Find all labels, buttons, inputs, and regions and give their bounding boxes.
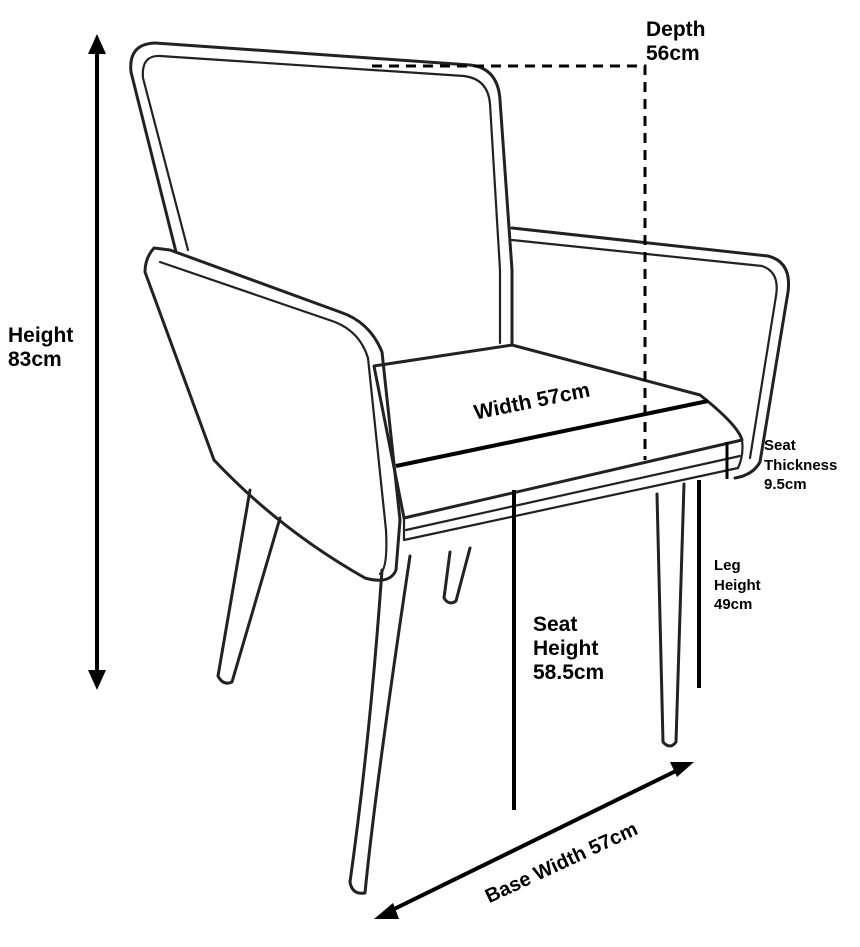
height-title: Height [8,324,74,347]
seat-thickness-title-2: Thickness [764,456,838,474]
leg-height-label: Leg Height 49cm [714,556,761,615]
base-width-arrow-right [670,762,694,777]
height-arrow-top [88,34,106,54]
front-right-leg [655,482,686,748]
back-left-leg [216,488,282,685]
seat-front-edge [404,454,742,532]
depth-title: Depth [646,18,706,41]
seat-height-label: Seat Height 58.5cm [533,613,604,685]
dimension-lines [88,34,729,919]
right-arm [510,226,791,480]
leg-height-value: 49cm [714,596,753,613]
backrest-inner [141,54,502,345]
front-left-leg [348,554,412,895]
depth-label: Depth 56cm [646,18,706,66]
right-arm-inner [510,238,778,460]
seat-height-title-1: Seat [533,613,578,636]
depth-dashed-line [372,64,647,460]
left-arm-top [158,260,388,576]
seat-thickness-value: 9.5cm [764,476,807,493]
seat-height-title-2: Height [533,637,599,661]
leg-height-title-2: Height [714,576,761,594]
seat-thickness-label: Seat Thickness 9.5cm [764,436,837,495]
height-arrow-bottom [88,670,106,690]
base-width-line [385,766,683,915]
seat-height-value: 58.5cm [533,661,605,685]
seat-thickness-title-1: Seat [764,437,796,454]
left-arm [143,246,402,582]
leg-height-title-1: Leg [714,557,741,574]
height-value: 83cm [8,348,62,372]
seat-front [402,438,744,542]
backrest [129,41,514,347]
back-middle-leg [442,546,472,605]
depth-value: 56cm [646,42,700,66]
width-line [395,399,709,468]
chair-outline [129,41,791,895]
base-width-arrow-left [374,903,399,919]
height-label: Height 83cm [8,324,73,372]
